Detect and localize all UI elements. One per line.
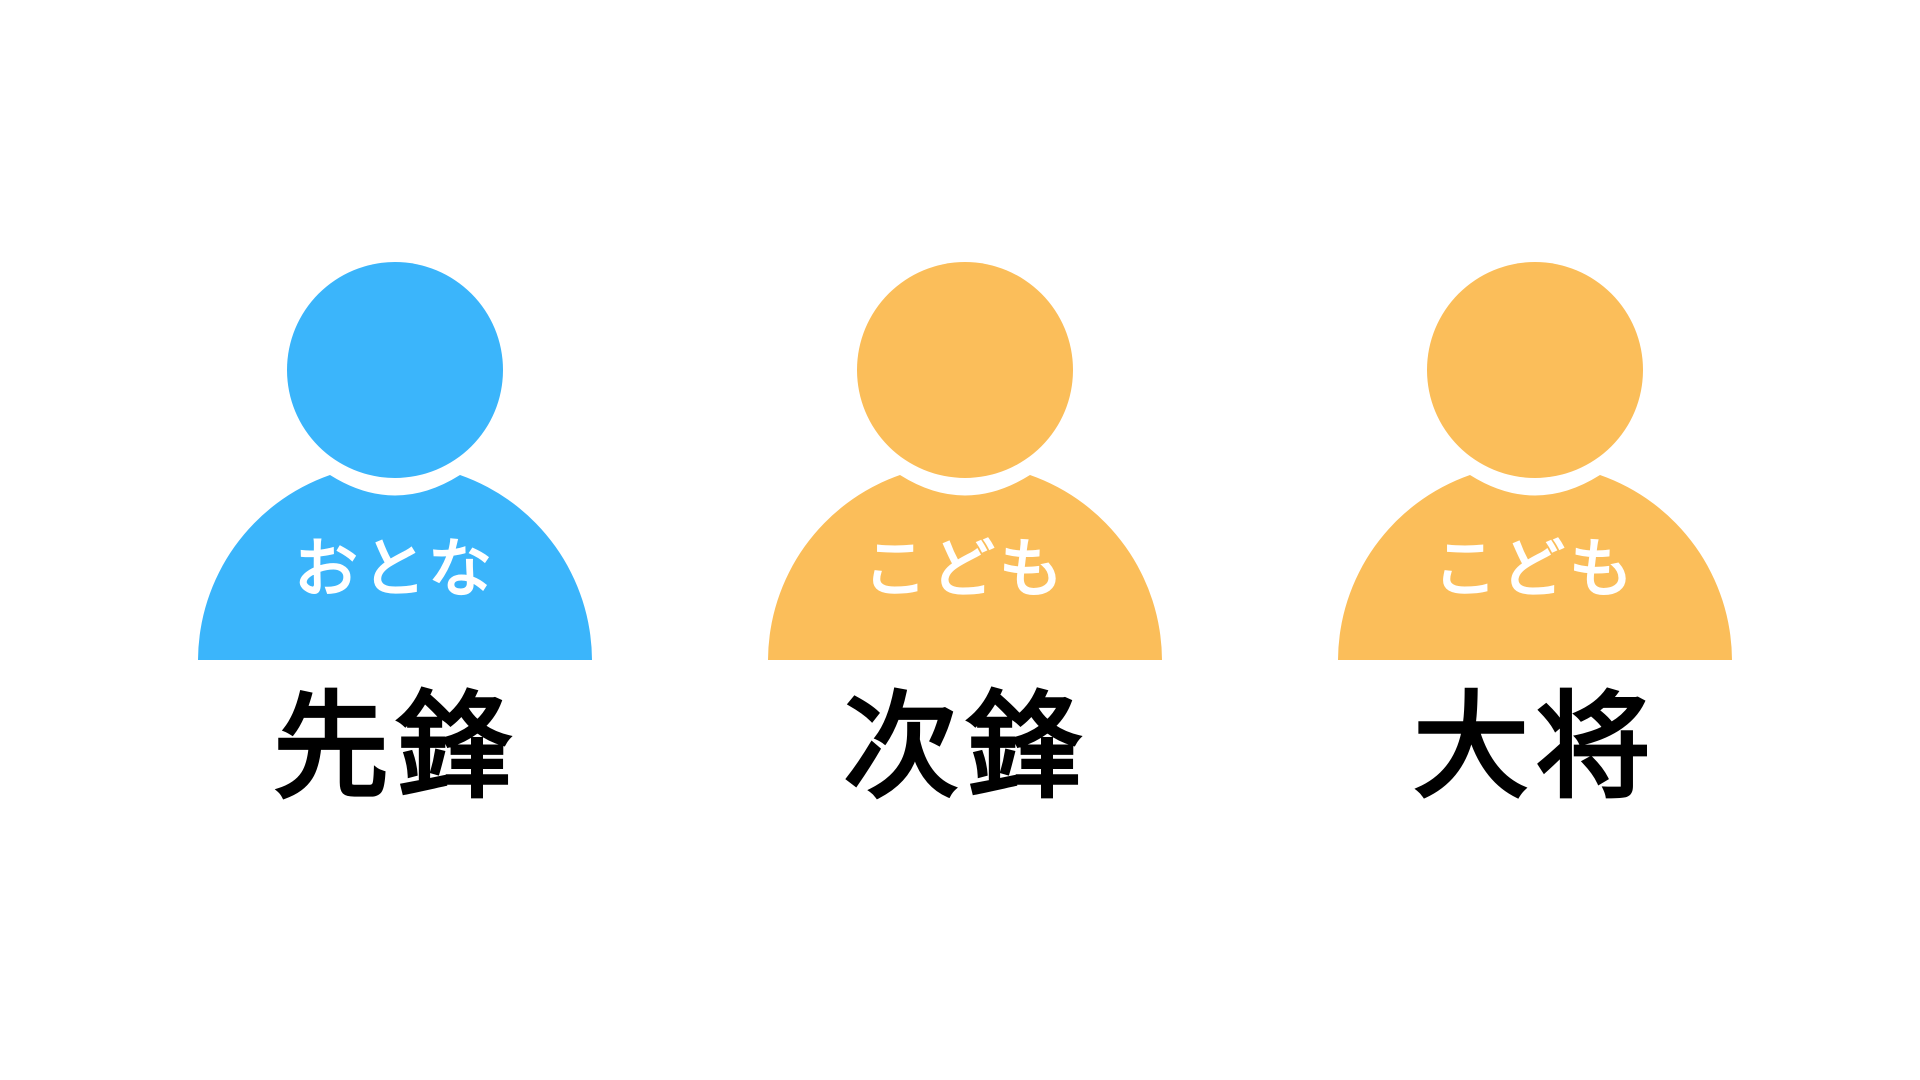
person-body <box>768 475 1162 660</box>
person-head <box>857 262 1073 478</box>
person-head <box>287 262 503 478</box>
figure-vanguard: おとな 先鋒 <box>195 260 595 820</box>
person-head <box>1427 262 1643 478</box>
person-icon <box>198 262 592 660</box>
figure-second: こども 次鋒 <box>765 260 1165 820</box>
role-label: 先鋒 <box>273 680 517 815</box>
person-icon <box>1338 262 1732 660</box>
person-body <box>1338 475 1732 660</box>
shirt-label: こども <box>863 533 1067 607</box>
role-label: 次鋒 <box>843 680 1087 815</box>
person-icon <box>768 262 1162 660</box>
person-body <box>198 475 592 660</box>
figure-captain: こども 大将 <box>1335 260 1735 820</box>
role-label: 大将 <box>1413 680 1657 815</box>
shirt-label: おとな <box>293 533 497 607</box>
shirt-label: こども <box>1433 533 1637 607</box>
